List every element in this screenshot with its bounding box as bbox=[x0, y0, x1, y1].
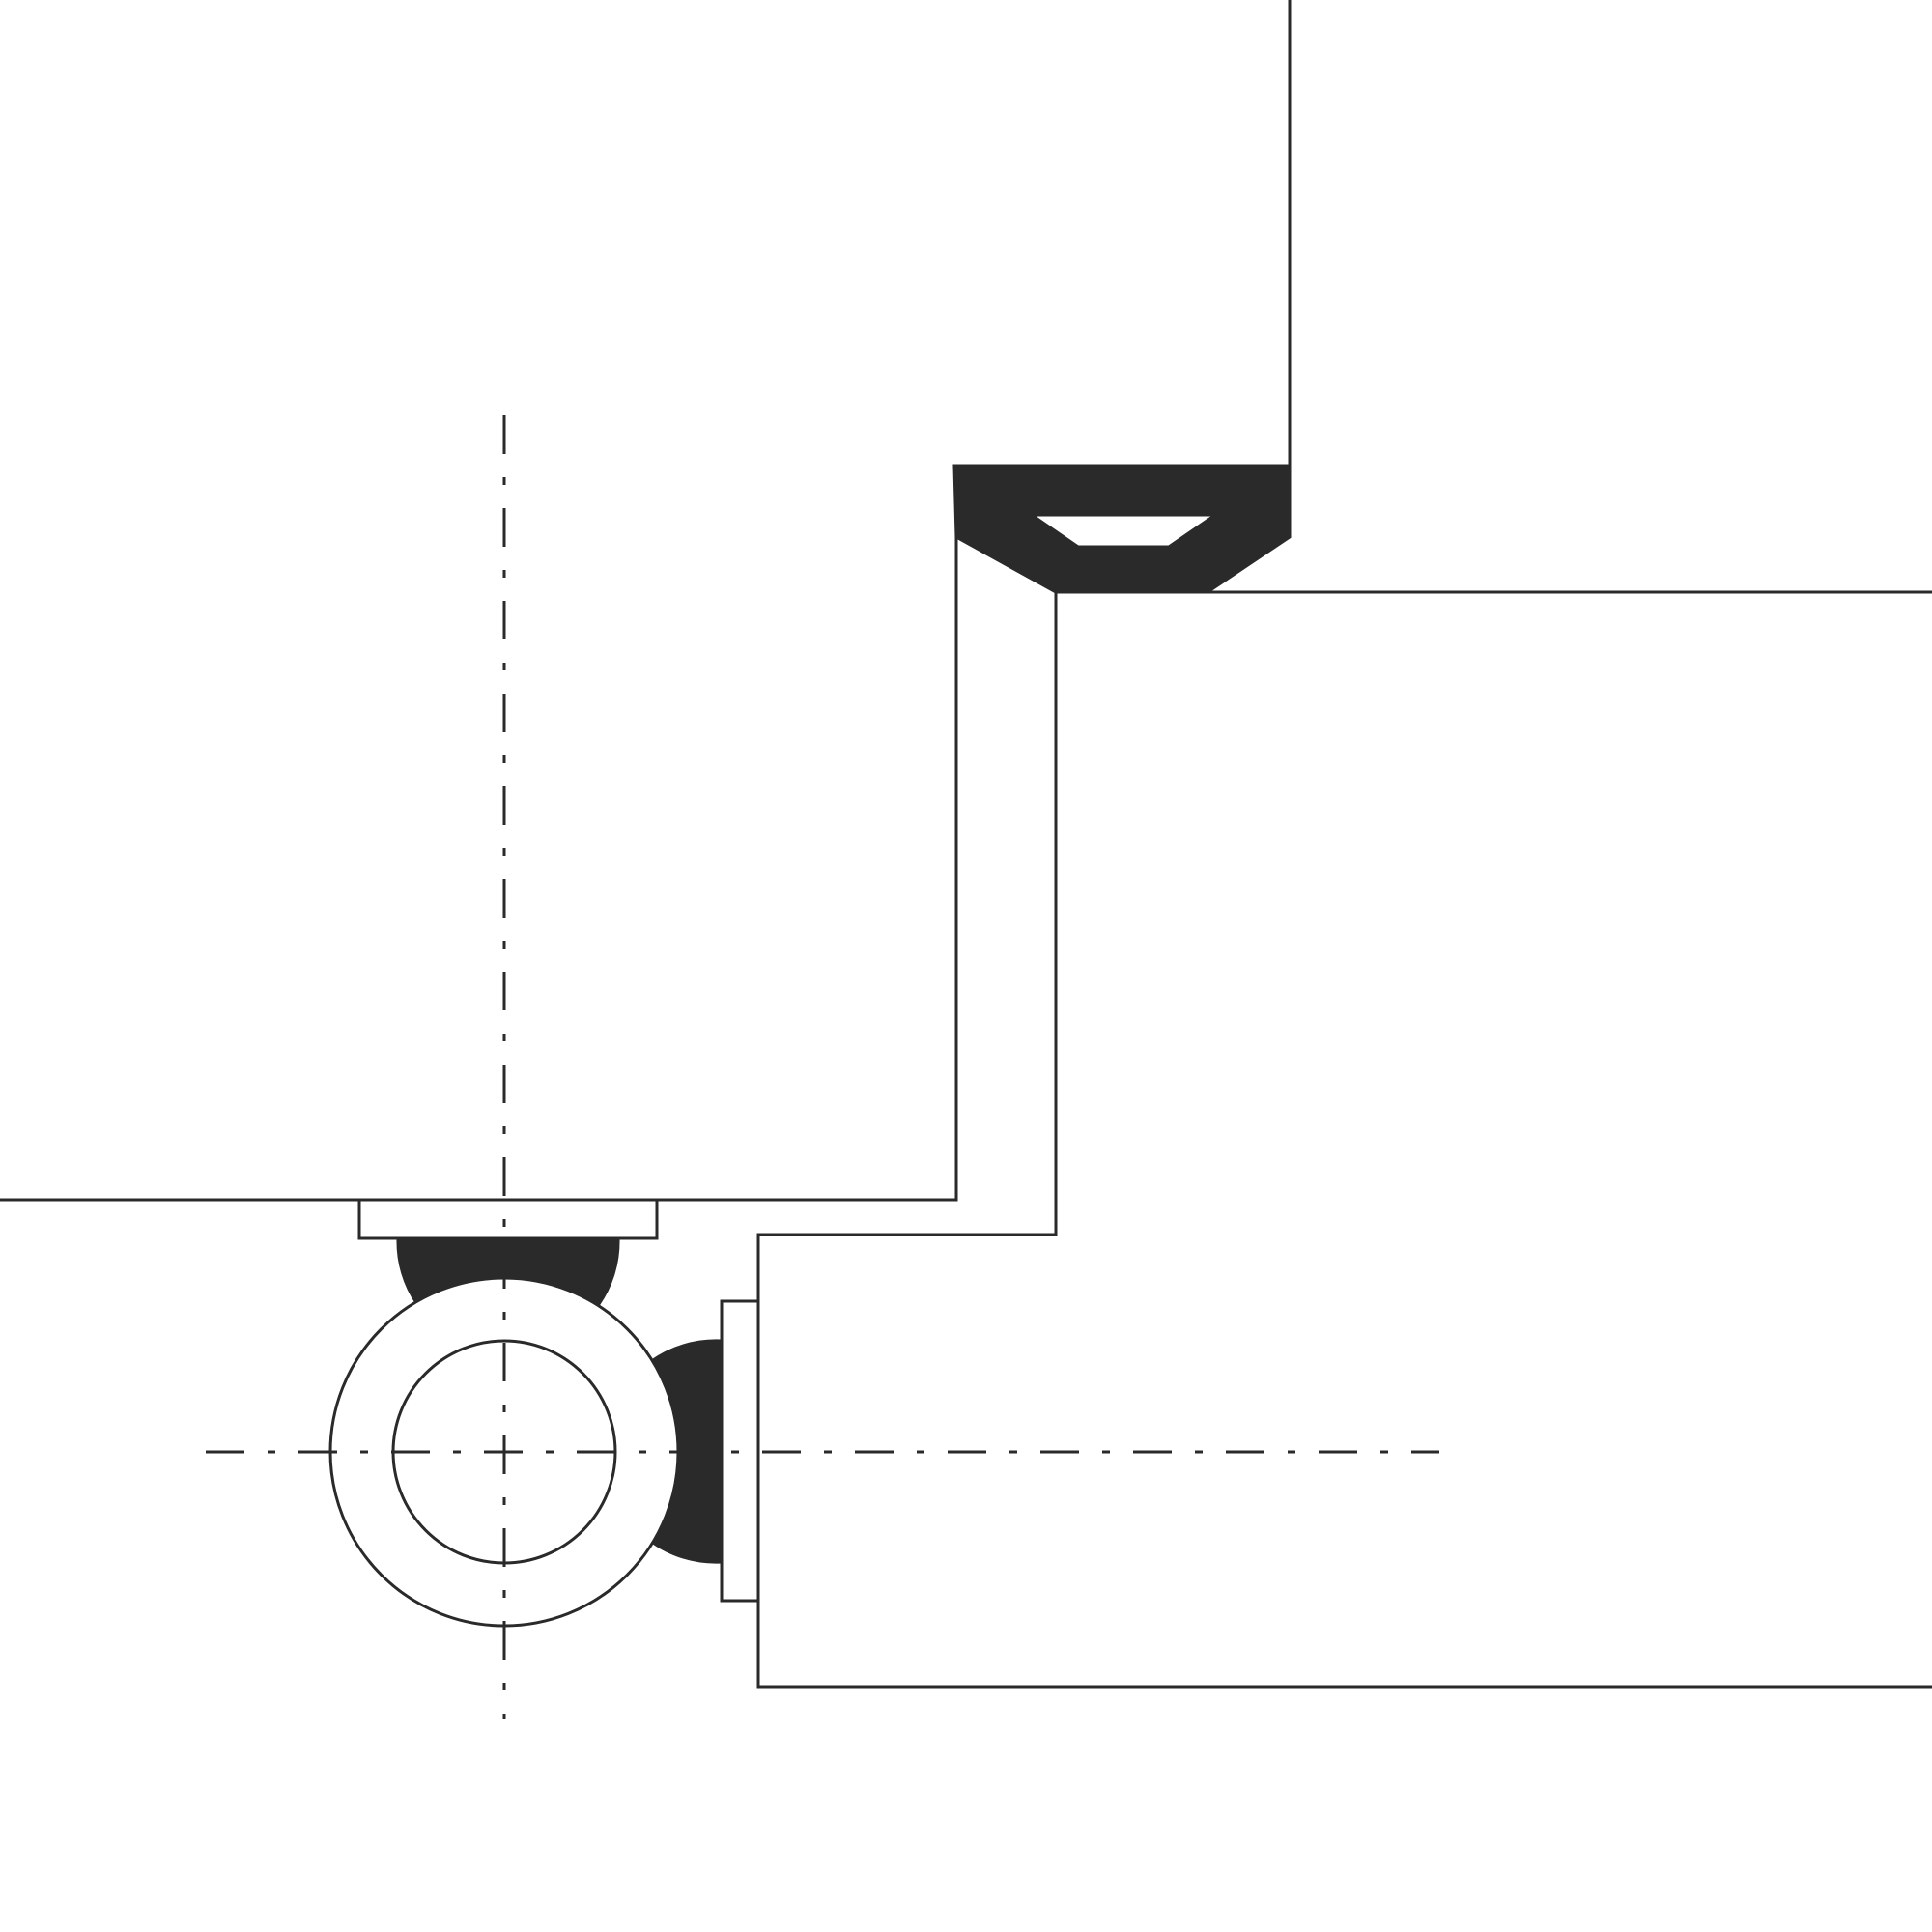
door-leaf-outline bbox=[756, 592, 1932, 1689]
frame-outline bbox=[0, 466, 958, 1202]
seal-gasket bbox=[952, 464, 1292, 594]
